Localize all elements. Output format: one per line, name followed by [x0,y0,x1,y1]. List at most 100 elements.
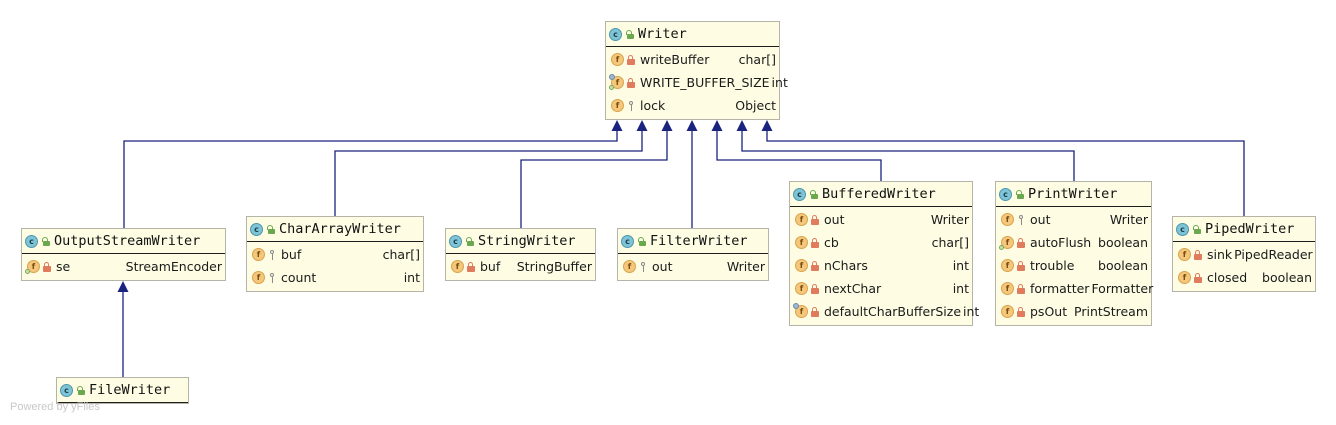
field-type: int [771,75,788,90]
class-name: PipedWriter [1205,221,1295,237]
field-name: out [824,212,845,227]
field-type: PipedReader [1234,247,1313,262]
field-type: Writer [930,212,969,227]
field-name: out [1030,212,1051,227]
inheritance-arrowhead-printwriter [736,120,748,131]
field-name: buf [480,259,501,274]
private-icon [627,77,635,88]
field-name: WRITE_BUFFER_SIZE [640,75,770,90]
field-name: psOut [1030,304,1068,319]
private-icon [811,306,819,317]
public-icon [465,236,474,246]
field-type: char[] [738,52,776,67]
field-type: Writer [1109,212,1148,227]
field-icon: f [252,271,265,284]
field-type: Formatter [1091,281,1154,296]
inheritance-arrowhead-filterwriter [686,120,698,131]
field-icon: f [1178,271,1191,284]
inheritance-arrowhead-bufferedwriter [711,120,723,131]
field-name: cb [824,235,839,250]
private-icon [811,237,819,248]
class-header: c PipedWriter [1173,217,1315,242]
public-icon [266,224,275,234]
field-type: StringBuffer [516,259,592,274]
class-icon: c [449,234,462,248]
public-icon [1192,224,1201,234]
private-icon [1017,283,1025,294]
field-icon: f [1001,213,1014,226]
private-icon [811,260,819,271]
protected-icon [268,272,276,283]
protected-icon [627,100,635,111]
class-icon: c [793,187,806,201]
class-icon: c [1176,222,1189,236]
field-type: char[] [382,247,420,262]
private-icon [1194,272,1202,283]
field-name: nextChar [824,281,882,296]
field-type: boolean [1098,258,1148,273]
field-name: buf [281,247,302,262]
final-field-icon: f [999,236,1014,250]
private-icon [811,283,819,294]
watermark: Powered by yFiles [10,401,100,413]
static-field-icon: f [793,303,808,318]
class-name: Writer [638,26,687,42]
field-type: StreamEncoder [125,259,222,274]
class-header: c Writer [606,22,779,47]
field-name: out [652,259,673,274]
field-row[interactable]: f out Writer [790,208,972,231]
inheritance-arrowhead-pipedwriter [761,120,773,131]
field-icon: f [611,53,624,66]
private-icon [627,54,635,65]
public-icon [809,189,818,199]
field-name: closed [1207,270,1248,285]
field-icon: f [795,213,808,226]
class-icon: c [60,383,73,397]
private-icon [1017,237,1025,248]
public-icon [76,385,85,395]
field-row[interactable]: f out Writer [996,208,1151,231]
field-icon: f [1001,259,1014,272]
field-type: PrintStream [1074,304,1148,319]
inheritance-line-chararraywriter [334,130,643,216]
final-field-icon: f [25,260,40,274]
class-icon: c [621,234,634,248]
class-icon: c [609,27,622,41]
field-icon: f [795,236,808,249]
field-type: Writer [726,259,765,274]
